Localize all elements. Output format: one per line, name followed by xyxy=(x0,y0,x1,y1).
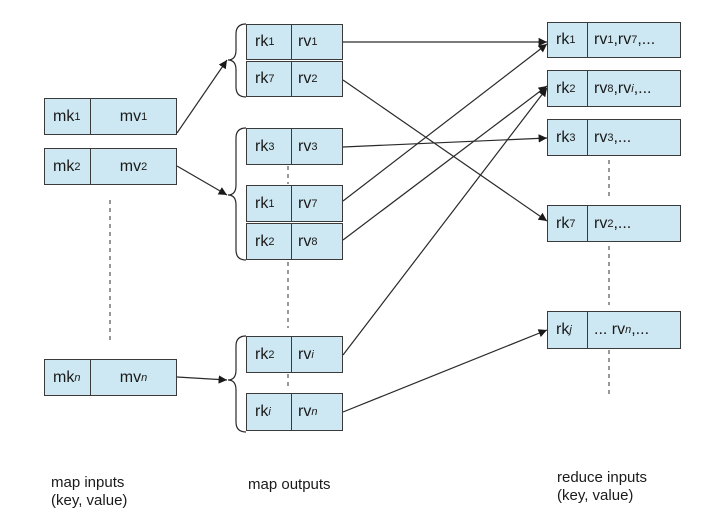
arrow-mk2-to-group2 xyxy=(176,165,228,196)
caption-map-outputs-line1: map outputs xyxy=(248,476,331,493)
arrow-rk1-rv7 xyxy=(342,43,548,202)
caption-map-inputs-line1: map inputs xyxy=(51,474,125,491)
arrow-rk3-rv3 xyxy=(342,134,548,148)
caption-reduce-inputs-line2: (key, value) xyxy=(557,487,634,504)
caption-map-inputs-line2: (key, value) xyxy=(51,492,128,509)
arrow-rk2-rvi xyxy=(342,87,548,356)
arrow-rki-rvn xyxy=(342,329,548,413)
arrow-rk7-rv2 xyxy=(342,79,548,222)
caption-reduce-inputs-line1: reduce inputs xyxy=(557,469,648,486)
brace-group-3 xyxy=(227,335,247,433)
arrow-mkn-to-group3 xyxy=(176,375,228,384)
brace-group-1 xyxy=(227,23,247,98)
arrow-rk2-rv8 xyxy=(342,85,548,241)
arrow-mk1-to-group1 xyxy=(176,59,228,134)
brace-group-2 xyxy=(227,127,247,261)
caption-reduce-inputs: reduce inputs (key, value) xyxy=(557,469,647,505)
caption-map-inputs: map inputs (key, value) xyxy=(51,474,127,510)
caption-map-outputs: map outputs xyxy=(248,476,331,494)
